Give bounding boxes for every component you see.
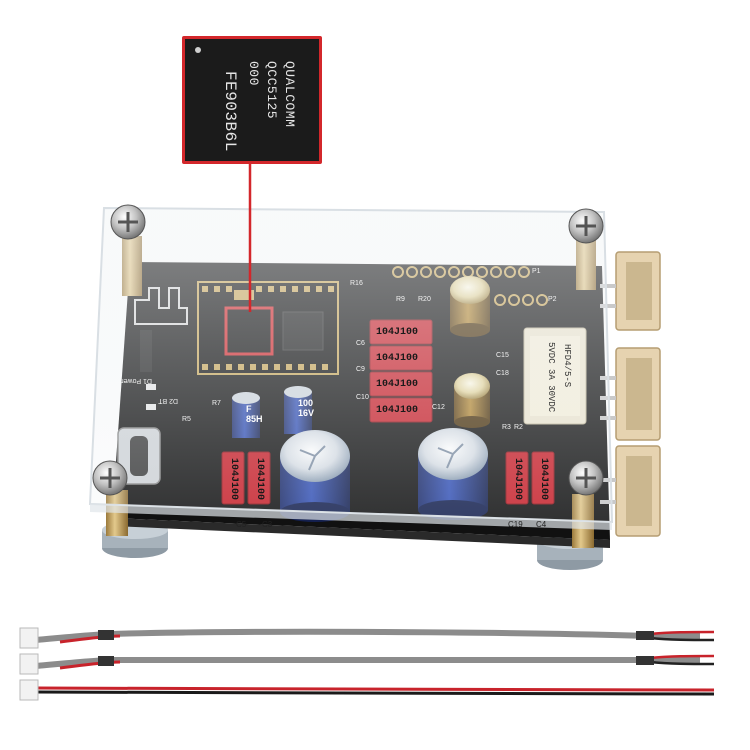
- silk-ref: R2: [514, 424, 523, 431]
- silk-led-bt: D2 BT: [158, 397, 178, 404]
- silk-ref: C18: [496, 370, 509, 377]
- silk-ref: C10: [356, 394, 369, 401]
- silk-ref: C5: [236, 520, 247, 529]
- pin1-marker: [195, 47, 201, 53]
- silk-ref: R7: [212, 400, 221, 407]
- silk-ref: C9: [356, 366, 365, 373]
- silk-ref: R5: [182, 416, 191, 423]
- chip-brand: QUALCOMM: [282, 61, 297, 128]
- silk-ref: R9: [396, 296, 405, 303]
- chip-code: 000: [246, 61, 261, 86]
- relay-rating: 5VDC 3A 30VDC: [546, 342, 556, 413]
- cables: [19, 627, 715, 701]
- film-cap-label: 104J100: [538, 458, 549, 501]
- acrylic-cover: [88, 206, 614, 524]
- film-cap-label: 104J100: [376, 353, 419, 364]
- chip-model: QCC5125: [264, 61, 279, 120]
- relay-model: HFD4/5-S: [562, 344, 572, 388]
- silk-ref: C4: [536, 520, 547, 529]
- ecap-label: F 85H: [246, 404, 263, 424]
- silk-ref: R16: [350, 280, 363, 287]
- silk-led-power: D1 Power: [121, 377, 152, 384]
- silk-ref: P2: [548, 296, 557, 303]
- silk-ref: R20: [418, 296, 431, 303]
- film-cap-label: 104J100: [376, 327, 419, 338]
- chip-zoom-callout: QUALCOMM QCC5125 000 FE903B6L: [182, 36, 322, 164]
- film-cap-label: 104J100: [228, 458, 239, 501]
- film-cap-label: 104J100: [512, 458, 523, 501]
- silk-ref: C3: [262, 520, 273, 529]
- chip-marking: QUALCOMM QCC5125 000 FE903B6L: [205, 61, 297, 153]
- silk-ref: C6: [356, 340, 365, 347]
- ecap-label: 100 16V: [298, 398, 315, 418]
- chip-lot: FE903B6L: [221, 71, 239, 152]
- screws: [92, 204, 604, 496]
- film-cap-label: 104J100: [376, 379, 419, 390]
- film-cap-label: 104J100: [376, 405, 419, 416]
- silk-ref: C19: [508, 520, 523, 529]
- silk-ref: C15: [496, 352, 509, 359]
- silk-ref: C12: [432, 404, 445, 411]
- silk-ref: R3: [502, 424, 511, 431]
- silk-ref: P1: [532, 268, 541, 275]
- film-cap-label: 104J100: [254, 458, 265, 501]
